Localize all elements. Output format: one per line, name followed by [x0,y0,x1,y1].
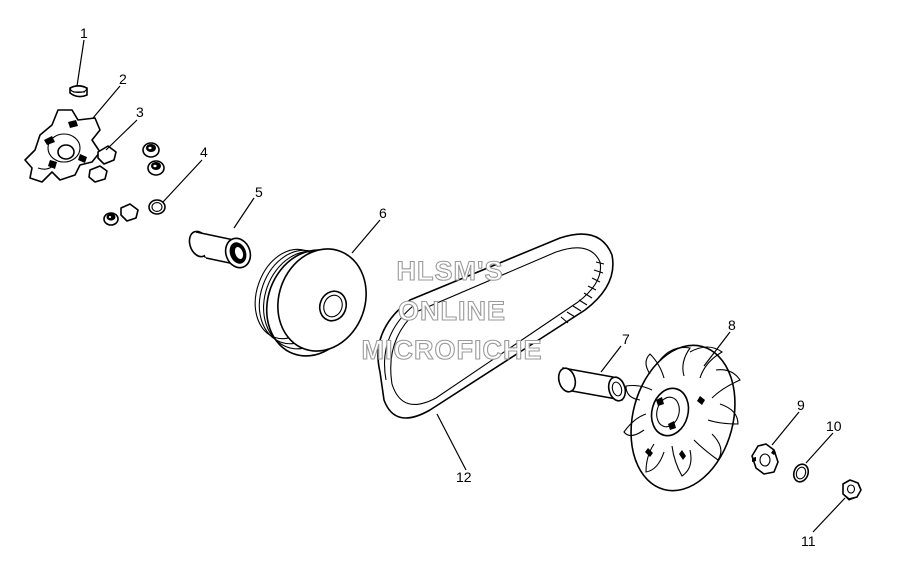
callout-10: 10 [826,418,842,434]
callout-5: 5 [255,184,263,200]
part-6-movable-drive-face [254,248,367,357]
part-5-boss-sleeve [188,230,252,269]
callout-labels: 1 2 3 4 5 6 7 8 9 10 11 12 [80,25,842,549]
part-2-ramp-plate [24,109,101,183]
watermark-line-3: MICROFICHE [362,335,543,365]
callout-6: 6 [379,205,387,221]
callout-1: 1 [80,25,88,41]
watermark: HLSM'S ONLINE MICROFICHE [361,255,543,365]
leader-lines [76,39,846,533]
callout-9: 9 [797,397,805,413]
callout-7: 7 [622,331,630,347]
part-7-sleeve [557,367,627,402]
callout-2: 2 [119,71,127,87]
callout-3: 3 [136,104,144,120]
callout-4: 4 [200,144,208,160]
watermark-line-2: ONLINE [398,296,506,326]
part-10-washer-ring [792,463,810,483]
callout-12: 12 [456,469,472,485]
part-12-drive-belt [377,233,614,419]
part-9-washer [751,443,779,475]
watermark-line-1: HLSM'S [397,256,504,286]
callout-11: 11 [801,533,816,549]
part-11-nut [842,479,862,501]
part-8-fixed-drive-face [623,344,741,492]
part-1-collar [69,84,88,98]
part-3-weight-rollers [88,142,165,226]
callout-8: 8 [728,317,736,333]
part-4-o-ring [148,199,166,215]
